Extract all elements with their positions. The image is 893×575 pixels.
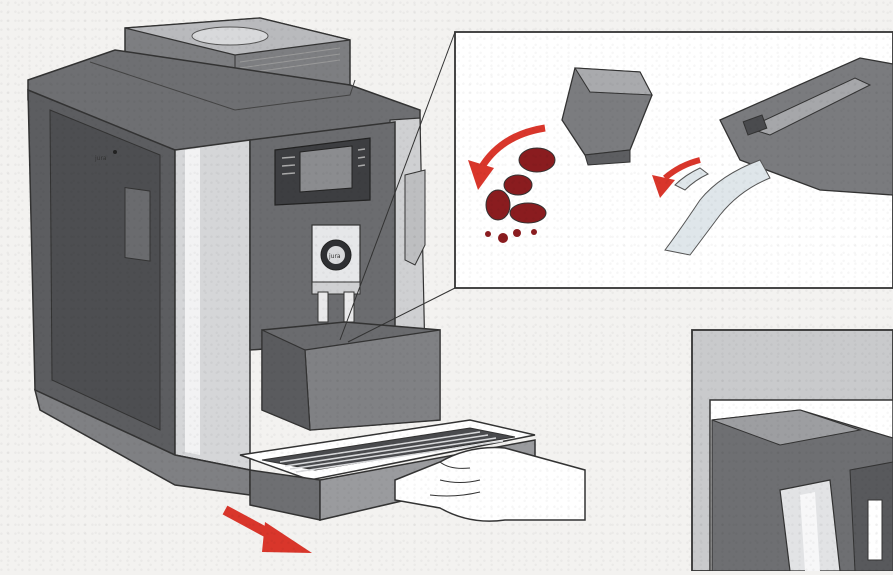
dial-mark: jura — [328, 253, 341, 260]
hand — [395, 448, 585, 522]
display-screen — [300, 146, 352, 192]
brand-mark: jura — [94, 155, 107, 162]
detail-panel-2 — [692, 330, 893, 571]
detail-panel — [455, 32, 893, 288]
pull-arrow-icon — [225, 510, 312, 553]
coffee-grounds-container — [262, 322, 440, 430]
